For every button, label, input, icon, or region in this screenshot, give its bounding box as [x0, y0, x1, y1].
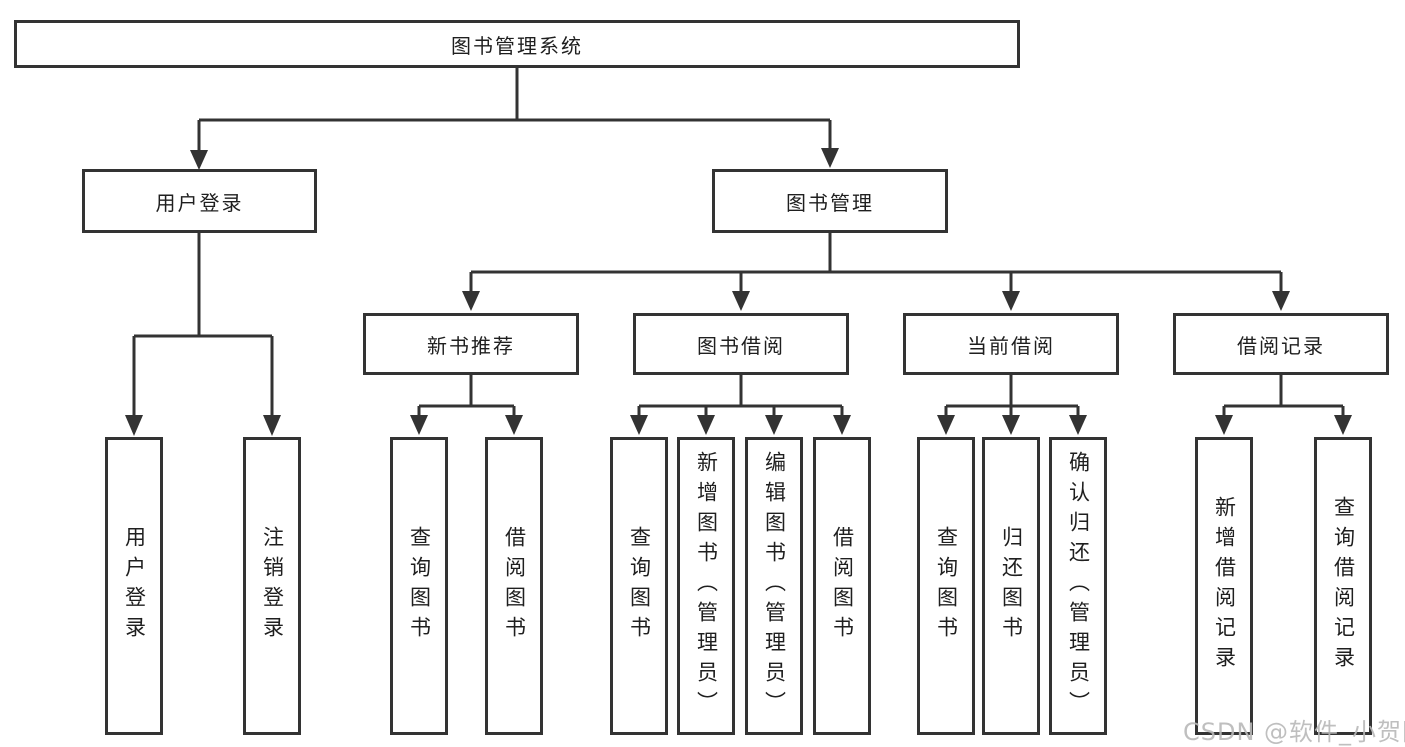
leaf-edit-books-admin: 编辑图书（管理员）	[745, 437, 803, 735]
arrow-down-icon	[1002, 291, 1020, 311]
arrow-down-icon	[765, 415, 783, 435]
leaf-query-books-recommend: 查询图书	[390, 437, 448, 735]
arrow-down-icon	[821, 148, 839, 168]
node-book-borrow: 图书借阅	[633, 313, 849, 375]
arrow-down-icon	[462, 291, 480, 311]
arrow-down-icon	[190, 150, 208, 170]
node-new-book-recommend: 新书推荐	[363, 313, 579, 375]
arrow-down-icon	[937, 415, 955, 435]
arrow-down-icon	[1334, 415, 1352, 435]
watermark: CSDN @软件_小贺同学	[1183, 718, 1405, 746]
arrow-down-icon	[732, 291, 750, 311]
arrow-down-icon	[263, 415, 281, 436]
node-current-borrow: 当前借阅	[903, 313, 1119, 375]
node-book-manage-branch: 图书管理	[712, 169, 948, 233]
leaf-add-books-admin: 新增图书（管理员）	[677, 437, 735, 735]
arrow-down-icon	[1002, 415, 1020, 435]
node-user-login-branch: 用户登录	[82, 169, 317, 233]
leaf-user-login: 用户登录	[105, 437, 163, 735]
arrow-down-icon	[630, 415, 648, 435]
node-library-management-system: 图书管理系统	[14, 20, 1020, 68]
leaf-borrow-books-recommend: 借阅图书	[485, 437, 543, 735]
leaf-confirm-return-admin: 确认归还（管理员）	[1049, 437, 1107, 735]
leaf-query-books-current: 查询图书	[917, 437, 975, 735]
arrow-down-icon	[125, 415, 143, 436]
arrow-down-icon	[1272, 291, 1290, 311]
arrow-down-icon	[410, 415, 428, 435]
arrow-down-icon	[1069, 415, 1087, 435]
arrow-down-icon	[833, 415, 851, 435]
leaf-query-books-borrow: 查询图书	[610, 437, 668, 735]
node-borrow-record: 借阅记录	[1173, 313, 1389, 375]
leaf-return-books: 归还图书	[982, 437, 1040, 735]
leaf-logout-login: 注销登录	[243, 437, 301, 735]
leaf-add-borrow-record: 新增借阅记录	[1195, 437, 1253, 735]
leaf-query-borrow-record: 查询借阅记录	[1314, 437, 1372, 735]
arrow-down-icon	[505, 415, 523, 435]
arrow-down-icon	[1215, 415, 1233, 435]
arrow-down-icon	[697, 415, 715, 435]
leaf-borrow-books-borrow: 借阅图书	[813, 437, 871, 735]
